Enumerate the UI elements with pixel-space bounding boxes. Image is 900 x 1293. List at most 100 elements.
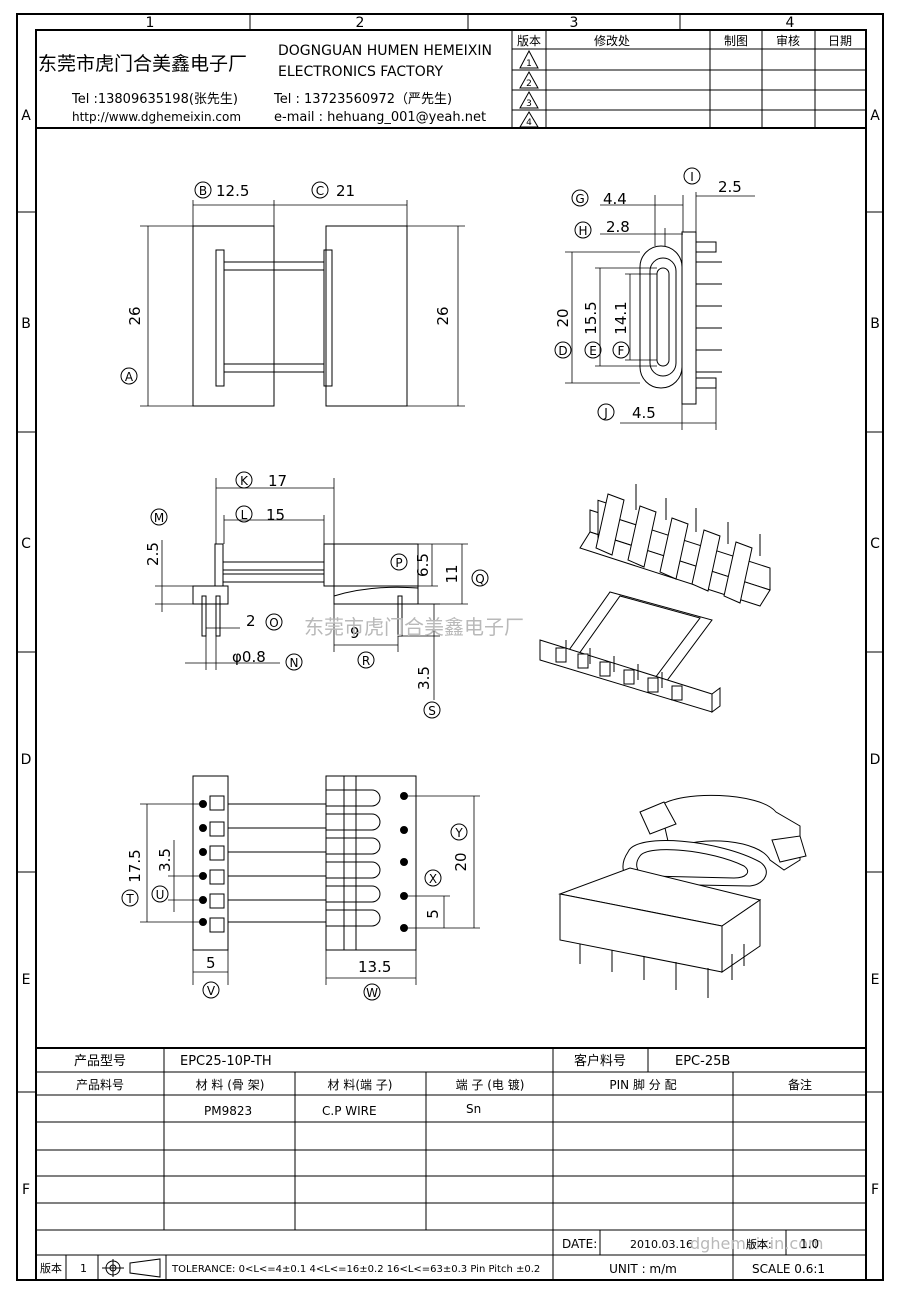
company-name-cn: 东莞市虎门合美鑫电子厂 [38,53,247,75]
rev-header-version: 版本 [517,34,541,48]
dim-marker-Y: Y [454,826,463,840]
dim-value-H: 2.8 [606,218,630,236]
dim-marker-circle-icon [423,701,441,719]
label-footer-version: 版本 [40,1261,62,1275]
watermark-url: dghemeixin.com [690,1234,823,1253]
rev-header-change: 修改处 [594,33,630,48]
dim-value-B: 12.5 [216,182,249,200]
dimension-labels: B 12.5 C 21 26 26 A G 4.4 I 2.5 H 2.8 20… [120,167,742,1001]
dim-value-L: 15 [266,506,285,524]
dim-marker-circle-icon [194,181,212,199]
row-markers: A B C D E F A B C D E F [21,108,881,1198]
dim-value-N: φ0.8 [232,648,266,666]
dim-marker-circle-icon [357,651,375,669]
dim-marker-Q: Q [475,572,484,586]
value-date: 2010.03.16 [630,1238,693,1251]
header-pin-assignment: PIN 脚 分 配 [609,1077,676,1092]
dim-value-F: 14.1 [612,301,630,334]
header-remark: 备注 [788,1077,812,1092]
revision-triangle-icon [519,49,539,69]
dim-value-E: 15.5 [582,301,600,334]
dim-marker-D: D [558,344,567,358]
dim-value-S: 3.5 [415,666,433,690]
projection-symbol-icon [102,1258,161,1278]
dim-marker-B: B [199,184,207,198]
dim-marker-E: E [589,344,597,358]
dim-marker-R: R [362,654,370,668]
website-link[interactable]: http://www.dghemeixin.com [72,110,241,124]
row-marker: C [870,536,880,552]
dim-value-O: 2 [246,612,256,630]
dim-value-Q: 11 [443,564,461,583]
dim-marker-F: F [618,344,625,358]
column-marker: 3 [570,15,579,31]
column-marker: 2 [356,15,365,31]
rev-header-drawn: 制图 [724,34,748,48]
value-unit: UNIT : m/m [609,1262,677,1276]
tolerance-note: TOLERANCE: 0<L<=4±0.1 4<L<=16±0.2 16<L<=… [171,1264,540,1275]
isometric-view-bottom [558,794,807,998]
revision-triangle-icon [519,70,539,89]
dim-marker-circle-icon [612,341,630,359]
contact-tel-2: Tel : 13723560972（严先生) [273,92,452,107]
dim-marker-W: W [366,986,378,1000]
title-header: 东莞市虎门合美鑫电子厂 DOGNGUAN HUMEN HEMEIXIN ELEC… [36,43,866,129]
dim-marker-M: M [154,511,164,525]
revision-number: 2 [526,79,532,89]
dim-marker-K: K [240,474,249,488]
row-marker: B [21,316,31,332]
dim-value-X: 5 [424,909,442,919]
header-material-bobbin: 材 料 (骨 架) [196,1078,265,1092]
label-version: 版本: [746,1237,772,1251]
column-marker: 4 [786,15,795,31]
dim-value-A-right: 26 [434,306,452,325]
row-marker: F [22,1182,30,1198]
revision-number: 1 [526,59,532,69]
dim-marker-circle-icon [574,221,592,239]
dim-marker-V: V [207,984,216,998]
value-scale: SCALE 0.6:1 [752,1262,825,1276]
value-material-bobbin: PM9823 [204,1104,252,1118]
row-marker: E [22,972,31,988]
dim-marker-circle-icon [235,505,253,523]
header-plating: 端 子 (电 镀) [456,1078,525,1092]
value-customer-pn: EPC-25B [675,1054,730,1069]
email-address[interactable]: e-mail : hehuang_001@yeah.net [274,110,486,125]
dim-marker-circle-icon [363,983,381,1001]
header-product-pn: 产品料号 [76,1078,124,1092]
dim-marker-circle-icon [571,189,589,207]
revision-number: 4 [526,118,532,128]
dim-marker-I: I [690,170,694,184]
dim-value-M: 2.5 [144,542,162,566]
dim-marker-circle-icon [285,653,303,671]
label-product-model: 产品型号 [74,1054,126,1069]
dim-marker-G: G [575,192,584,206]
dim-marker-circle-icon [424,869,442,887]
rev-header-checked: 审核 [776,33,800,48]
bottom-info-table: 产品型号 EPC25-10P-TH 客户料号 EPC-25B 产品料号 材 料 … [36,1047,866,1280]
dim-marker-S: S [428,704,436,718]
dim-marker-circle-icon [554,341,572,359]
border-frame [16,13,884,1281]
contact-tel-1: Tel :13809635198(张先生) [71,92,238,107]
row-marker: B [870,316,880,332]
dim-value-A-left: 26 [126,306,144,325]
dim-marker-T: T [125,892,134,906]
dim-value-K: 17 [268,472,287,490]
watermark-text: 东莞市虎门合美鑫电子厂 [304,615,524,639]
dim-marker-circle-icon [683,167,701,185]
header-material-pin: 材 料(端 子) [328,1078,393,1092]
dim-value-R: 9 [350,624,360,642]
dim-marker-circle-icon [265,613,283,631]
revision-triangle-icon [519,111,539,128]
dim-value-V: 5 [206,954,216,972]
company-name-en-line2: ELECTRONICS FACTORY [278,64,444,80]
dim-value-C: 21 [336,182,355,200]
row-marker: F [871,1182,879,1198]
row-marker: D [21,752,32,768]
column-marker: 1 [146,15,155,31]
revision-number: 3 [526,99,532,109]
row-marker: D [870,752,881,768]
row-marker: E [871,972,880,988]
